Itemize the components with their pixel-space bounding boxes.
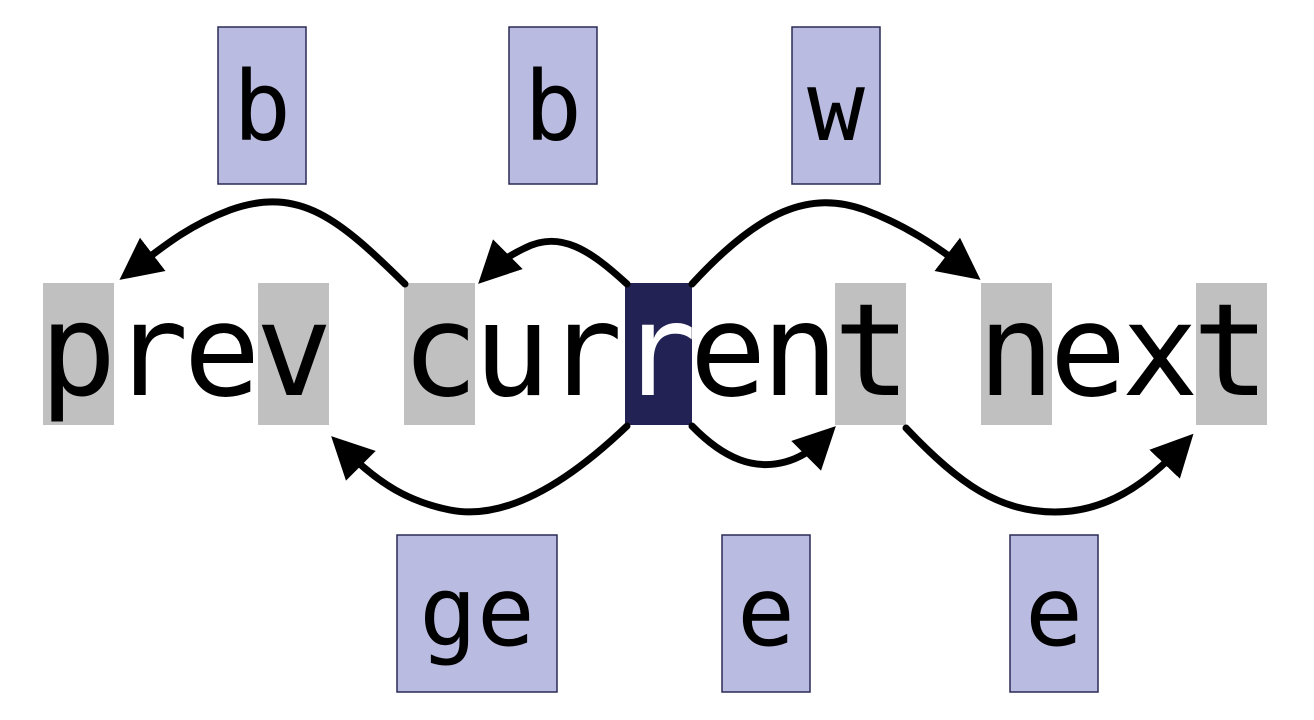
target-highlight-prev-first <box>43 283 114 425</box>
key-box-b-2 <box>508 26 598 185</box>
target-highlight-prev-last <box>258 283 329 425</box>
key-box-ge <box>396 534 558 693</box>
arrow-e-to-next-end <box>902 424 1194 516</box>
word-current: c u r r e n t <box>401 277 910 426</box>
char-current-6: t <box>833 277 910 426</box>
key-label-e-2: e <box>1025 556 1083 668</box>
key-box-w <box>791 26 881 185</box>
arrow-b-to-prev-start <box>119 198 409 288</box>
target-highlight-current-first <box>404 283 475 425</box>
key-label-w: w <box>807 51 865 163</box>
arrow-e-to-current-end <box>688 422 836 471</box>
char-current-4: e <box>689 277 766 426</box>
target-highlight-next-last <box>1196 283 1267 425</box>
word-next: n e x t <box>977 277 1269 426</box>
char-next-0: n <box>977 277 1054 426</box>
key-label-ge: ge <box>419 556 535 668</box>
key-labels-below: ge e e <box>396 534 1099 693</box>
char-current-3-cursor: r <box>619 277 696 426</box>
char-current-0: c <box>401 277 478 426</box>
key-box-b-1 <box>217 26 307 185</box>
char-prev-3: v <box>255 277 332 426</box>
char-prev-0: p <box>39 277 116 426</box>
key-box-e-1 <box>721 534 811 693</box>
char-prev-2: e <box>183 277 260 426</box>
arrow-w-to-next-start <box>688 199 981 288</box>
arrows-below <box>331 422 1194 516</box>
char-prev-1: r <box>111 277 188 426</box>
key-label-b-2: b <box>524 51 582 163</box>
key-label-b-1: b <box>233 51 291 163</box>
key-box-e-2 <box>1009 534 1099 693</box>
char-next-3: t <box>1192 277 1269 426</box>
target-highlight-current-last <box>835 283 906 425</box>
char-current-2: r <box>545 277 622 426</box>
word-prev: p r e v <box>39 277 332 426</box>
arrow-ge-to-prev-end <box>331 422 631 516</box>
char-next-2: x <box>1121 277 1198 426</box>
char-current-1: u <box>473 277 550 426</box>
cursor-block <box>625 283 692 425</box>
key-labels-above: b b w <box>217 26 881 185</box>
arrow-b-to-current-start <box>478 237 631 288</box>
char-current-5: n <box>761 277 838 426</box>
target-highlights <box>43 283 1267 425</box>
target-highlight-next-first <box>981 283 1052 425</box>
arrows-above <box>119 198 981 288</box>
key-label-e-1: e <box>737 556 795 668</box>
char-next-1: e <box>1049 277 1126 426</box>
